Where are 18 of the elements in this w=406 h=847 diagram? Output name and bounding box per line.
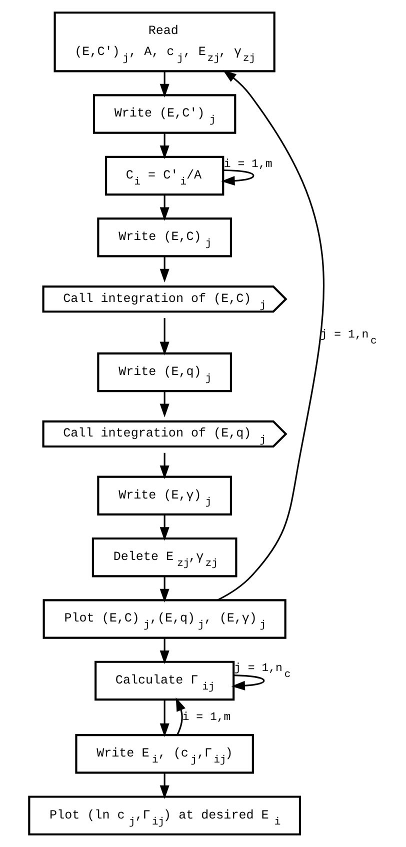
edge-label: i = 1,m bbox=[182, 711, 231, 724]
arrow bbox=[160, 700, 170, 738]
arrow bbox=[160, 256, 170, 283]
arrow bbox=[221, 169, 254, 186]
arrow bbox=[160, 576, 170, 602]
arrow bbox=[217, 70, 325, 601]
arrow bbox=[160, 452, 170, 480]
arrow bbox=[160, 772, 170, 800]
arrow bbox=[176, 698, 186, 736]
arrow bbox=[231, 674, 265, 690]
arrow bbox=[160, 638, 170, 664]
edge-label: i = 1,m bbox=[224, 158, 272, 171]
arrow bbox=[160, 318, 170, 356]
arrow bbox=[160, 71, 170, 98]
arrow bbox=[160, 132, 170, 160]
arrow bbox=[160, 391, 170, 418]
arrow bbox=[160, 514, 170, 541]
arrow bbox=[160, 194, 170, 221]
